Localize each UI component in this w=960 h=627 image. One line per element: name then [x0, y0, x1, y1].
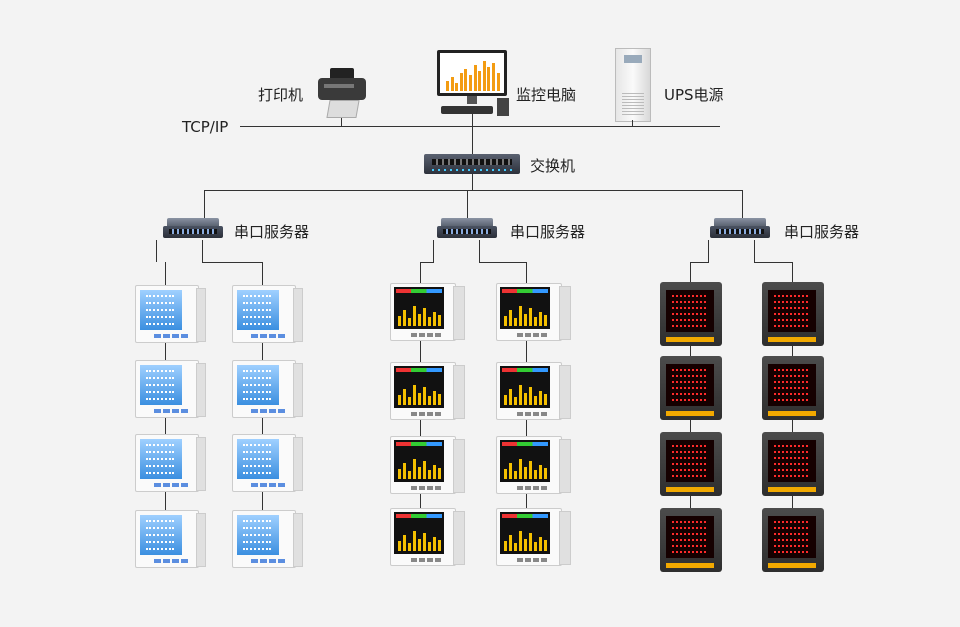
- printer-connector: [341, 118, 342, 126]
- ups-power-icon: [615, 48, 651, 122]
- serial-server-icon: [710, 218, 770, 240]
- meter-chain-line: [792, 496, 793, 508]
- meter-bus-line: [433, 240, 434, 262]
- red-led-meter: [762, 356, 824, 420]
- meter-chain-line: [690, 346, 691, 356]
- red-led-meter: [660, 282, 722, 346]
- color-lcd-meter: [496, 508, 571, 566]
- blue-lcd-meter: [232, 360, 303, 418]
- meter-chain-line: [526, 494, 527, 508]
- blue-lcd-meter: [135, 434, 206, 492]
- meter-bus-line: [156, 240, 157, 262]
- branch-line-1: [204, 190, 205, 218]
- meter-chain-line: [792, 420, 793, 432]
- serial-server-icon: [437, 218, 497, 240]
- meter-bus-line: [262, 262, 263, 285]
- meter-bus-line: [479, 262, 527, 263]
- meter-bus-line: [420, 262, 421, 283]
- meter-bus-line: [690, 262, 709, 263]
- serial-server-icon: [163, 218, 223, 240]
- meter-chain-line: [165, 418, 166, 434]
- meter-chain-line: [526, 420, 527, 436]
- color-lcd-meter: [496, 283, 571, 341]
- tcpip-backbone-line: [240, 126, 720, 127]
- red-led-meter: [762, 508, 824, 572]
- red-led-meter: [660, 356, 722, 420]
- blue-lcd-meter: [232, 434, 303, 492]
- printer-icon: [318, 68, 366, 120]
- ups-connector: [632, 120, 633, 126]
- monitor-computer-icon: [437, 50, 509, 118]
- red-led-meter: [660, 508, 722, 572]
- printer-label: 打印机: [258, 86, 304, 104]
- color-lcd-meter: [390, 436, 465, 494]
- red-led-meter: [762, 282, 824, 346]
- branch-line-2: [467, 190, 468, 218]
- blue-lcd-meter: [135, 285, 206, 343]
- switch-down-line: [472, 174, 473, 190]
- meter-chain-line: [165, 492, 166, 510]
- meter-chain-line: [420, 341, 421, 362]
- meter-chain-line: [165, 343, 166, 360]
- meter-chain-line: [792, 346, 793, 356]
- ups-label: UPS电源: [664, 86, 724, 104]
- color-lcd-meter: [496, 436, 571, 494]
- meter-bus-line: [165, 262, 166, 285]
- branch-line-3: [742, 190, 743, 218]
- meter-bus-line: [754, 240, 755, 262]
- blue-lcd-meter: [232, 510, 303, 568]
- color-lcd-meter: [390, 283, 465, 341]
- meter-bus-line: [420, 262, 434, 263]
- meter-bus-line: [202, 240, 203, 262]
- meter-bus-line: [526, 262, 527, 283]
- distribution-line: [204, 190, 742, 191]
- serial-server-label-1: 串口服务器: [234, 223, 310, 241]
- monitor-label: 监控电脑: [516, 86, 577, 104]
- blue-lcd-meter: [135, 360, 206, 418]
- meter-chain-line: [262, 492, 263, 510]
- color-lcd-meter: [390, 508, 465, 566]
- meter-bus-line: [708, 240, 709, 262]
- meter-chain-line: [526, 341, 527, 362]
- meter-bus-line: [792, 262, 793, 282]
- meter-bus-line: [202, 262, 263, 263]
- meter-chain-line: [420, 494, 421, 508]
- serial-server-label-3: 串口服务器: [784, 223, 860, 241]
- meter-chain-line: [690, 496, 691, 508]
- blue-lcd-meter: [135, 510, 206, 568]
- network-switch-icon: [424, 154, 520, 174]
- red-led-meter: [660, 432, 722, 496]
- meter-bus-line: [690, 262, 691, 282]
- meter-bus-line: [479, 240, 480, 262]
- color-lcd-meter: [496, 362, 571, 420]
- meter-chain-line: [262, 418, 263, 434]
- color-lcd-meter: [390, 362, 465, 420]
- blue-lcd-meter: [232, 285, 303, 343]
- meter-bus-line: [754, 262, 793, 263]
- red-led-meter: [762, 432, 824, 496]
- serial-server-label-2: 串口服务器: [510, 223, 586, 241]
- network-label: TCP/IP: [182, 118, 229, 136]
- monitor-connector: [472, 112, 473, 154]
- meter-chain-line: [420, 420, 421, 436]
- switch-label: 交换机: [530, 157, 576, 175]
- meter-chain-line: [262, 343, 263, 360]
- meter-chain-line: [690, 420, 691, 432]
